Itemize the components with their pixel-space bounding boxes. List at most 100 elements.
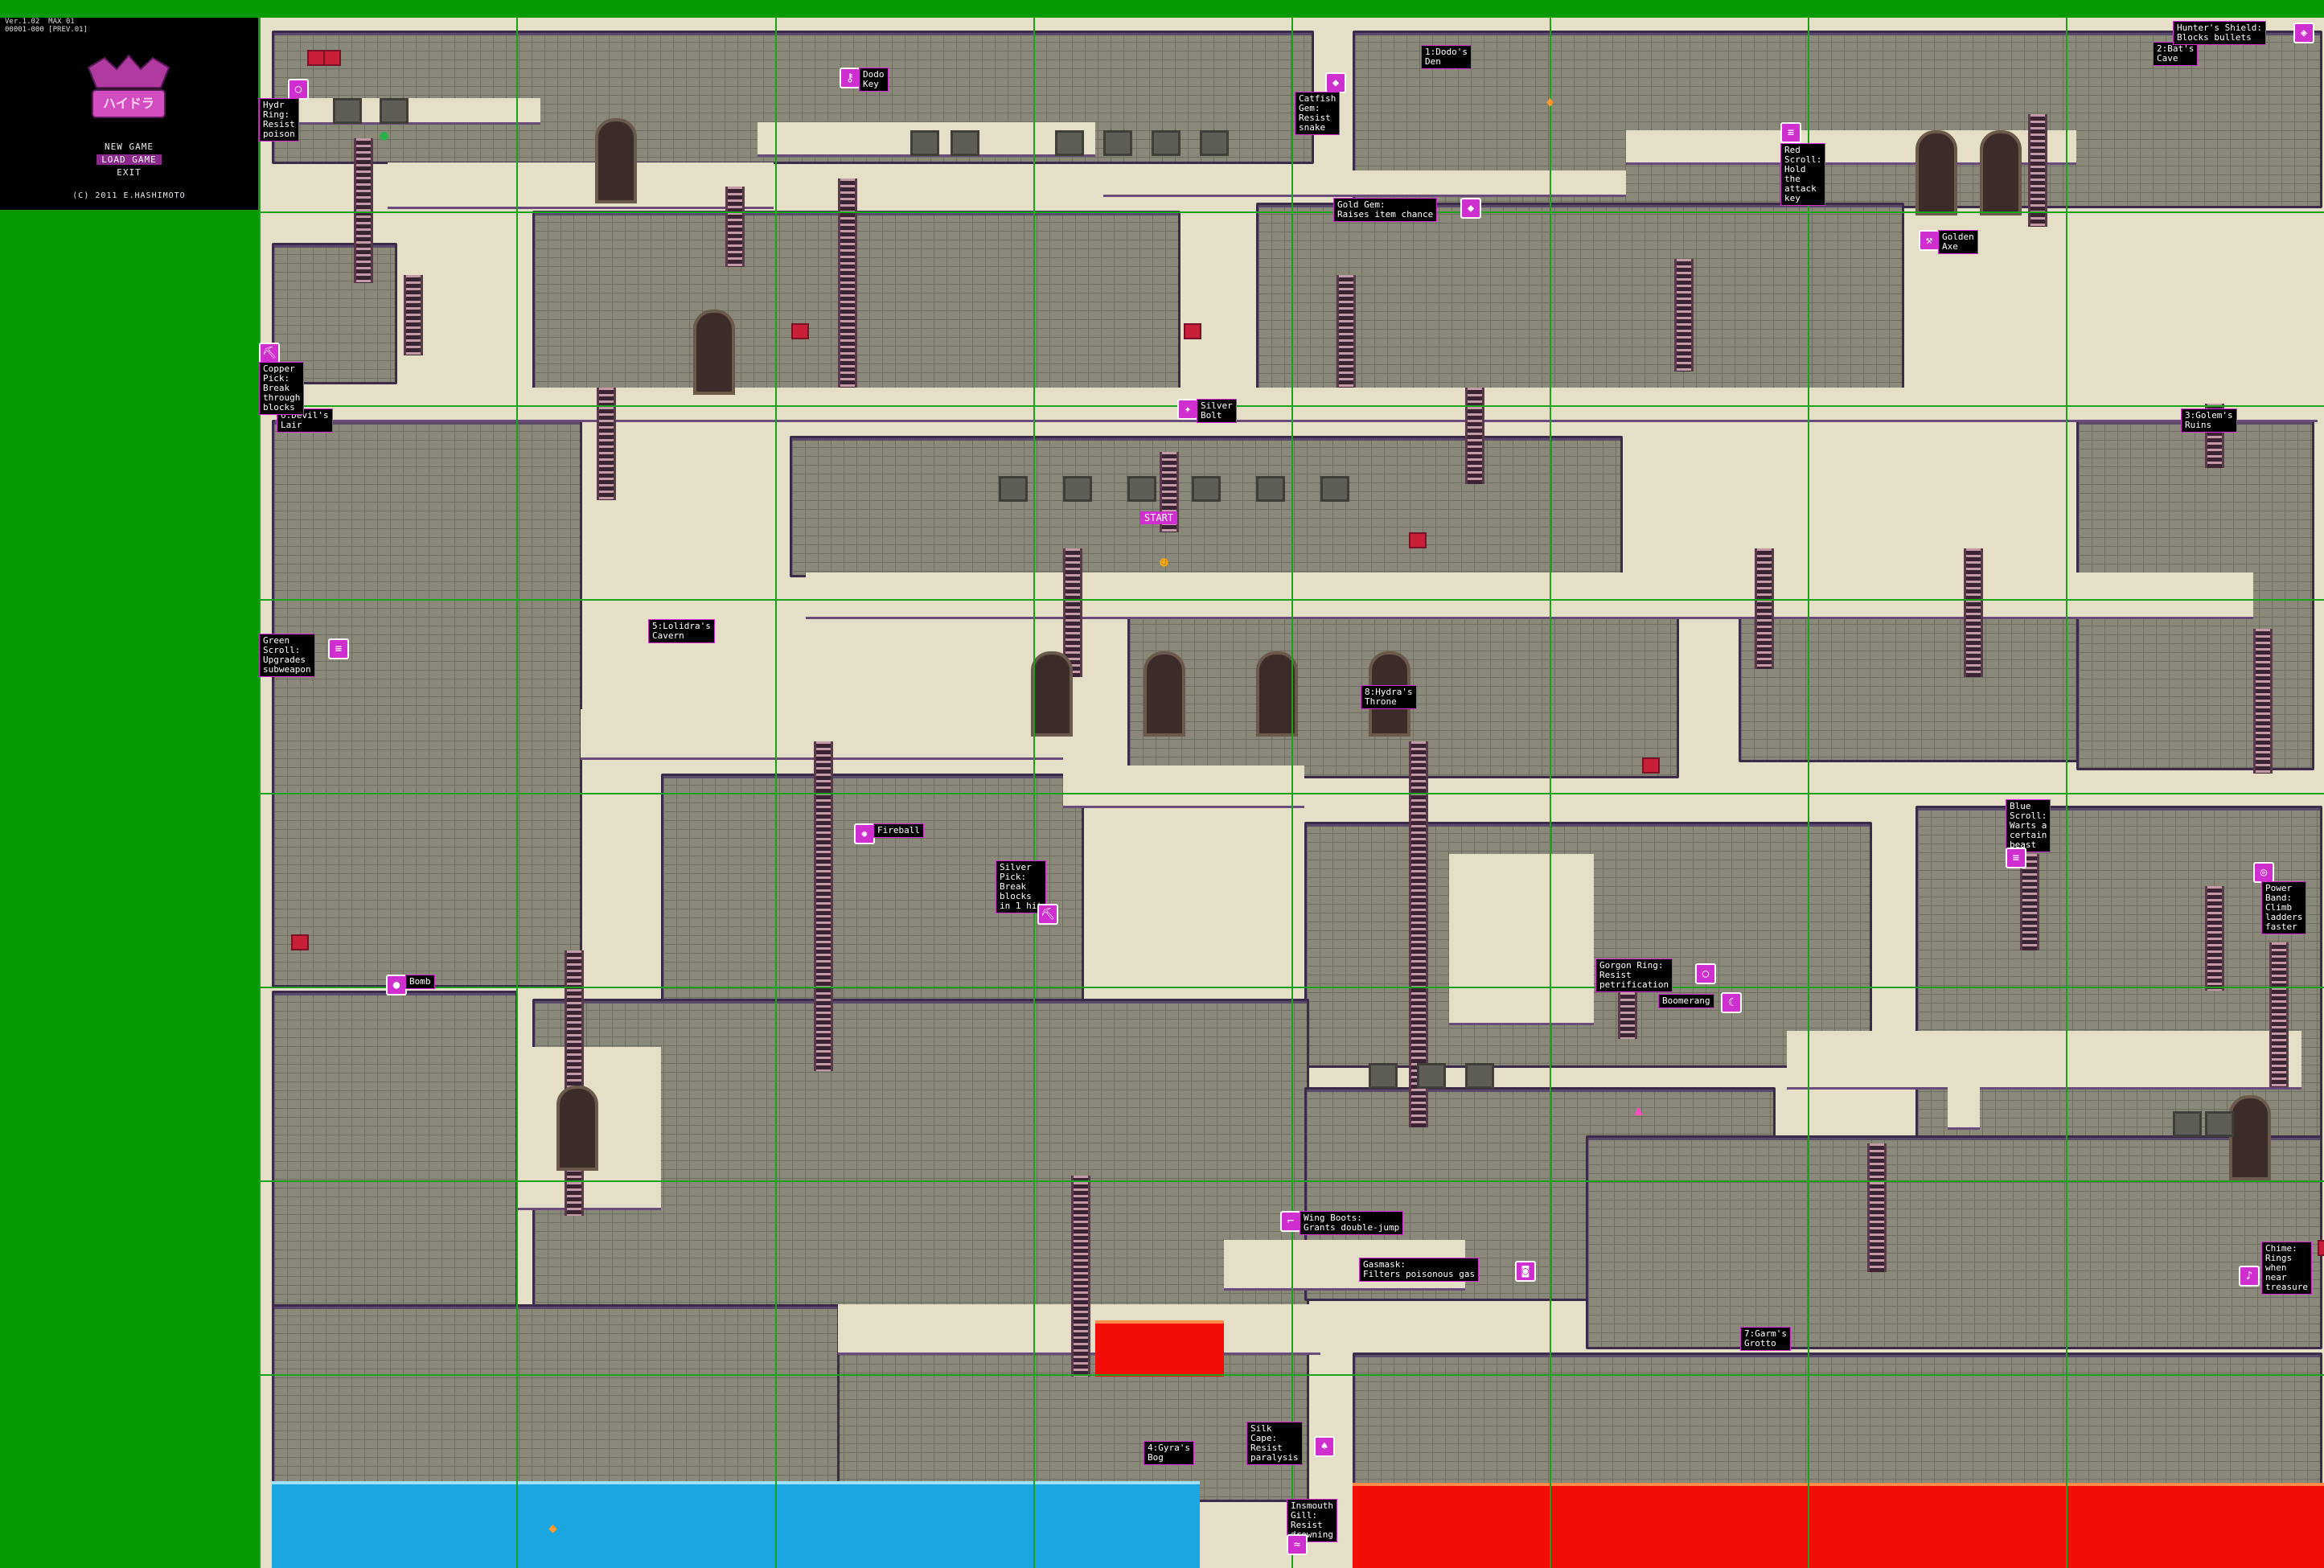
jelly-enemy: ▲ <box>1634 1102 1643 1119</box>
bolt-icon: ✦ <box>1177 399 1198 420</box>
window <box>1465 1063 1494 1089</box>
ladder <box>2028 114 2047 227</box>
chime-icon: ♪ <box>2239 1266 2260 1287</box>
room <box>1353 1353 2322 1494</box>
gem-icon: ◆ <box>1325 72 1346 93</box>
item-label-blue-scroll: Blue Scroll: Warts a certain beast <box>2006 799 2051 852</box>
boots-icon: ⌐ <box>1280 1211 1301 1232</box>
dungeon-map: ● ♦ ☻ ▲ ◆ START 1:Dodo's Den 2:Bat's Cav… <box>259 18 2324 1568</box>
room <box>272 1304 840 1494</box>
grid-line <box>259 987 2324 988</box>
ledge <box>1948 1031 1980 1130</box>
ladder <box>597 388 616 500</box>
item-label-chime: Chime: Rings when near treasure <box>2261 1242 2312 1295</box>
fire-enemy: ♦ <box>1546 95 1554 112</box>
window <box>910 130 939 156</box>
breakable-block <box>323 50 341 66</box>
menu-load-game-label: LOAD GAME <box>96 154 162 165</box>
menu-load-game[interactable]: LOAD GAME <box>0 154 258 165</box>
ledge <box>388 162 774 209</box>
scroll-icon: ≡ <box>1780 122 1801 143</box>
item-label-green-scroll: Green Scroll: Upgrades subweapon <box>259 634 315 677</box>
window <box>1103 130 1132 156</box>
ladder <box>354 138 373 283</box>
item-label-red-scroll: Red Scroll: Hold the attack key <box>1780 143 1826 206</box>
ledge <box>1449 854 1594 1025</box>
window <box>333 98 362 124</box>
item-label-wing-boots: Wing Boots: Grants double-jump <box>1300 1211 1404 1235</box>
ledge <box>1787 1031 2301 1090</box>
window <box>1200 130 1229 156</box>
item-label-gorgon-ring: Gorgon Ring: Resist petrification <box>1595 958 1673 992</box>
item-label-gold-gem: Gold Gem: Raises item chance <box>1333 198 1438 222</box>
window <box>1256 476 1285 502</box>
ladder <box>1674 259 1694 371</box>
window <box>1320 476 1349 502</box>
room <box>1256 203 1904 392</box>
fireball-icon: ✹ <box>854 823 875 844</box>
arched-door <box>1980 130 2022 215</box>
room <box>272 420 582 987</box>
grid-line <box>259 599 2324 601</box>
ladder <box>2205 886 2224 991</box>
location-label-dodos-den: 1:Dodo's Den <box>1421 45 1472 69</box>
window <box>1152 130 1180 156</box>
location-label-gyras-bog: 4:Gyra's Bog <box>1144 1441 1194 1465</box>
cape-icon: ♠ <box>1314 1436 1335 1457</box>
version-text: Ver.1.02 MAX 01 00001-000 [PREV.01] <box>5 18 88 34</box>
room <box>2076 420 2314 770</box>
item-label-hydr-ring: Hydr Ring: Resist poison <box>259 98 299 142</box>
ledge <box>283 98 540 125</box>
fish-enemy: ◆ <box>548 1520 557 1537</box>
menu-new-game[interactable]: NEW GAME <box>105 142 154 152</box>
ladder <box>565 950 584 1216</box>
window <box>1127 476 1156 502</box>
item-label-boomerang: Boomerang <box>1658 994 1714 1008</box>
grid-line <box>259 793 2324 794</box>
ledge <box>1063 766 1304 808</box>
ladder <box>404 275 423 355</box>
window <box>1063 476 1092 502</box>
room <box>790 436 1623 577</box>
item-label-power-band: Power Band: Climb ladders faster <box>2261 881 2307 934</box>
ladder <box>1465 388 1484 484</box>
lava-pool <box>1353 1483 2324 1568</box>
grid-line <box>259 405 2324 407</box>
key-icon: ⚷ <box>840 68 860 88</box>
window <box>1417 1063 1446 1089</box>
silver-pick-icon: ⛏ <box>1037 904 1058 925</box>
copyright-text: (C) 2011 E.HASHIMOTO <box>72 191 186 200</box>
window <box>1369 1063 1398 1089</box>
item-label-fireball: Fireball <box>873 823 924 838</box>
shield-icon: ◈ <box>2293 23 2314 43</box>
item-label-silver-bolt: Silver Bolt <box>1197 399 1237 423</box>
ledge <box>806 573 2253 619</box>
breakable-block <box>2318 1240 2324 1256</box>
boomerang-icon: ☾ <box>1721 992 1742 1013</box>
ladder <box>838 179 857 388</box>
ladder <box>1337 275 1356 388</box>
item-label-copper-pick: Copper Pick: Break through blocks <box>259 362 305 415</box>
ledge <box>1103 170 1626 197</box>
breakable-block <box>307 50 325 66</box>
slime-enemy: ● <box>380 127 388 144</box>
gold-gem-icon: ◆ <box>1460 198 1481 219</box>
ladder <box>814 741 833 1071</box>
room <box>272 31 1314 164</box>
item-label-dodo-key: Dodo Key <box>859 68 889 92</box>
room <box>1915 806 2322 1148</box>
location-label-golems-ruins: 3:Golem's Ruins <box>2181 408 2237 433</box>
window <box>1055 130 1084 156</box>
lava-pit <box>1095 1320 1224 1377</box>
item-label-catfish-gem: Catfish Gem: Resist snake <box>1295 92 1341 135</box>
player-sprite: ☻ <box>1160 555 1168 572</box>
item-label-silk-cape: Silk Cape: Resist paralysis <box>1246 1422 1303 1465</box>
mask-icon: ◙ <box>1515 1261 1536 1282</box>
room <box>1586 1135 2322 1349</box>
game-logo: ハイドラ <box>87 54 170 118</box>
menu-exit[interactable]: EXIT <box>117 167 142 178</box>
ladder <box>1071 1176 1090 1377</box>
title-screen: Ver.1.02 MAX 01 00001-000 [PREV.01] ハイドラ… <box>0 18 258 210</box>
location-label-garms-grotto: 7:Garm's Grotto <box>1740 1327 1791 1351</box>
water-pool <box>272 1481 1200 1568</box>
